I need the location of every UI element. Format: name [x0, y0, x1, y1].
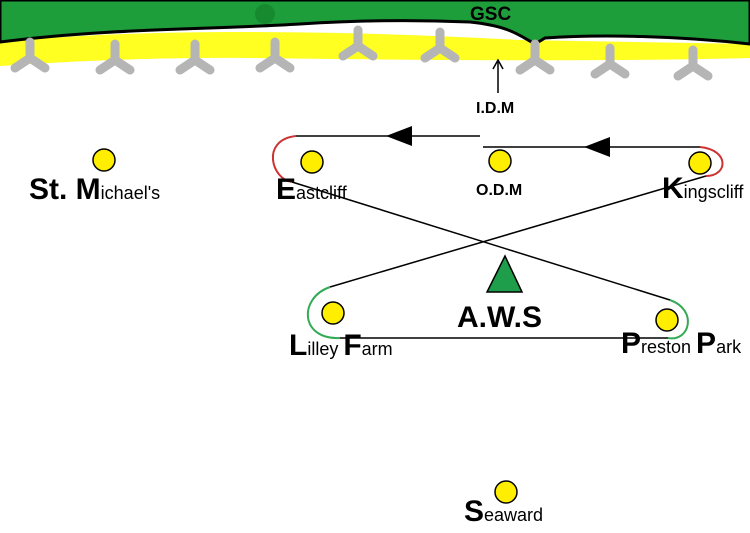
coast-label: GSC — [470, 4, 511, 25]
preston-turn-curve — [667, 299, 689, 340]
groyne-icon — [515, 39, 555, 75]
station-label-st-michaels: St. Michael's — [29, 173, 160, 206]
station-label-preston-park: Preston Park — [621, 327, 742, 360]
arrow-left-icon — [386, 126, 412, 146]
groynes — [10, 25, 713, 81]
idm-label: I.D.M — [476, 100, 514, 117]
station-label-eastcliff: Eastcliff — [276, 173, 348, 206]
station-eastcliff-icon — [300, 150, 324, 174]
sand-band — [0, 31, 750, 66]
station-label-seaward: Seaward — [464, 495, 543, 528]
groyne-icon — [338, 25, 378, 61]
aws-triangle-icon — [485, 254, 524, 293]
station-lilley-farm-icon — [321, 301, 345, 325]
groyne-icon — [95, 39, 135, 75]
station-odm-icon — [488, 149, 512, 173]
west-turn-curve — [272, 135, 297, 183]
station-label-lilley-farm: Lilley Farm — [289, 329, 393, 362]
east-turn-curve — [699, 146, 724, 177]
station-preston-park-icon — [655, 308, 679, 332]
grass-band — [0, 0, 750, 46]
station-label-kingscliff: Kingscliff — [662, 172, 744, 205]
stations — [92, 148, 712, 504]
groyne-icon — [420, 27, 460, 63]
groyne-icon — [10, 37, 50, 73]
station-seaward-icon — [494, 480, 518, 504]
aws-label: A.W.S — [457, 301, 542, 334]
tree-icon — [255, 4, 275, 24]
arrow-left-icon — [584, 137, 610, 157]
groyne-icon — [175, 39, 215, 75]
idm-arrow-icon — [492, 58, 504, 93]
groyne-icon — [590, 43, 630, 79]
groyne-icon — [673, 45, 713, 81]
station-kingscliff-icon — [688, 151, 712, 175]
station-st-michaels-icon — [92, 148, 116, 172]
lilley-turn-curve — [306, 286, 341, 340]
odm-label: O.D.M — [476, 182, 522, 199]
groyne-icon — [255, 37, 295, 73]
